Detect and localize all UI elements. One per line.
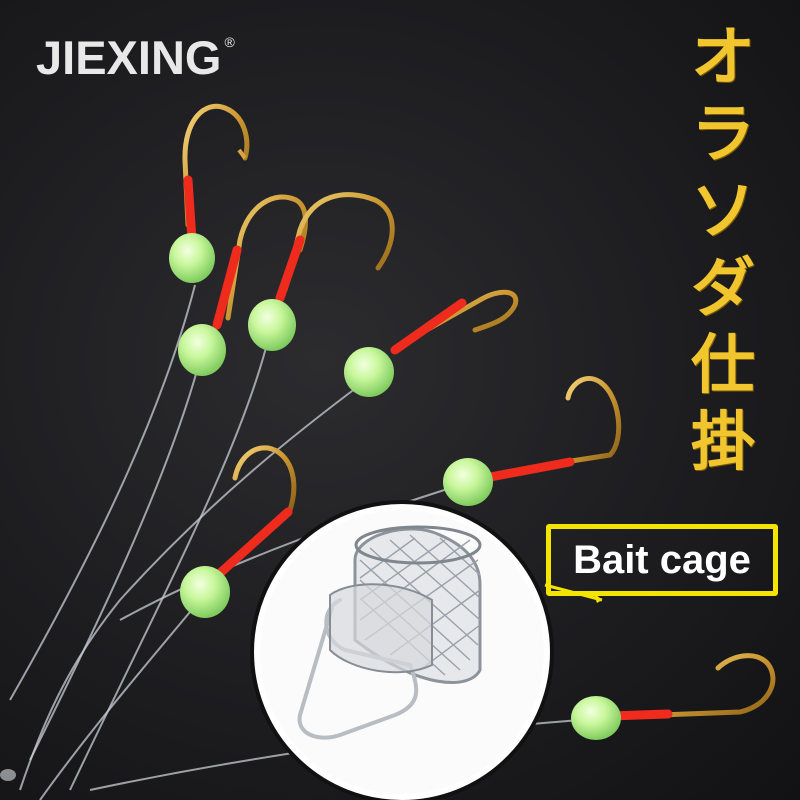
- title-char: ソ: [691, 175, 755, 249]
- hook-1: [169, 103, 250, 283]
- hook-5: [443, 375, 622, 506]
- hook-7: [571, 653, 776, 740]
- vertical-title: オ ラ ソ ダ 仕 掛: [678, 20, 768, 482]
- hook-2: [178, 194, 308, 376]
- line-knot: [0, 769, 16, 781]
- title-char: ダ: [691, 252, 755, 326]
- hook-3: [248, 192, 395, 351]
- brand-logo: JIEXING ®: [36, 28, 235, 88]
- title-char: ラ: [691, 98, 755, 172]
- callout-label: Bait cage: [573, 537, 751, 582]
- bait-cage-inset: [250, 500, 554, 800]
- bait-cage-callout: Bait cage: [546, 524, 778, 596]
- hook-6: [180, 445, 297, 618]
- hook-4: [344, 289, 519, 397]
- registered-mark: ®: [224, 34, 235, 50]
- title-char: オ: [691, 21, 755, 95]
- title-char: 仕: [691, 329, 755, 403]
- title-char: 掛: [691, 406, 755, 480]
- brand-name: JIEXING: [36, 31, 222, 84]
